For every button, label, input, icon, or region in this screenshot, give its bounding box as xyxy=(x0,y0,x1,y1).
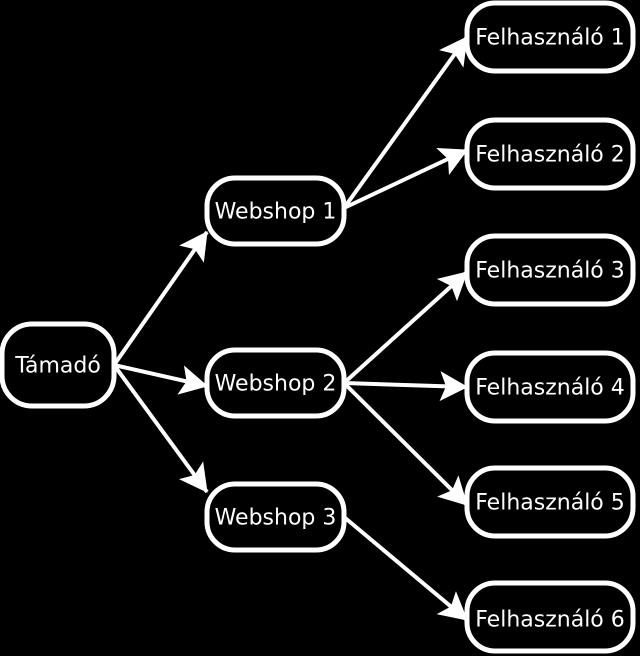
edges-layer xyxy=(112,35,469,622)
arrow-webshop2-to-user3 xyxy=(342,270,469,385)
node-webshop3-label: Webshop 3 xyxy=(215,506,337,531)
node-webshop1-label: Webshop 1 xyxy=(215,200,337,225)
arrow-webshop3-to-user6 xyxy=(342,515,469,622)
node-user4: Felhasználó 4 xyxy=(464,350,636,424)
node-user3-label: Felhasználó 3 xyxy=(475,259,625,284)
node-user2-label: Felhasználó 2 xyxy=(475,143,625,168)
arrow-attacker-to-webshop1 xyxy=(112,230,209,367)
node-user6-label: Felhasználó 6 xyxy=(475,608,625,633)
node-user3: Felhasználó 3 xyxy=(464,233,636,307)
arrow-webshop1-to-user1 xyxy=(342,35,469,210)
arrow-attacker-to-webshop2 xyxy=(113,363,208,395)
node-user6: Felhasználó 6 xyxy=(464,580,636,654)
arrow-webshop2-to-user4 xyxy=(343,371,468,402)
arrow-attacker-to-webshop3 xyxy=(112,363,209,494)
node-webshop2: Webshop 2 xyxy=(204,347,347,419)
node-user1: Felhasználó 1 xyxy=(464,0,636,74)
node-webshop2-label: Webshop 2 xyxy=(215,372,337,397)
node-webshop1: Webshop 1 xyxy=(204,175,347,247)
arrow-webshop1-to-user2 xyxy=(343,147,468,210)
node-attacker-label: Támadó xyxy=(14,354,101,379)
node-user2: Felhasználó 2 xyxy=(464,117,636,191)
node-attacker: Támadó xyxy=(0,321,117,409)
arrow-webshop2-to-user5 xyxy=(342,381,469,507)
node-webshop3: Webshop 3 xyxy=(204,481,347,553)
node-user4-label: Felhasználó 4 xyxy=(475,376,625,401)
node-user5: Felhasználó 5 xyxy=(464,465,636,539)
node-user5-label: Felhasználó 5 xyxy=(475,491,625,516)
node-user1-label: Felhasználó 1 xyxy=(475,26,625,51)
